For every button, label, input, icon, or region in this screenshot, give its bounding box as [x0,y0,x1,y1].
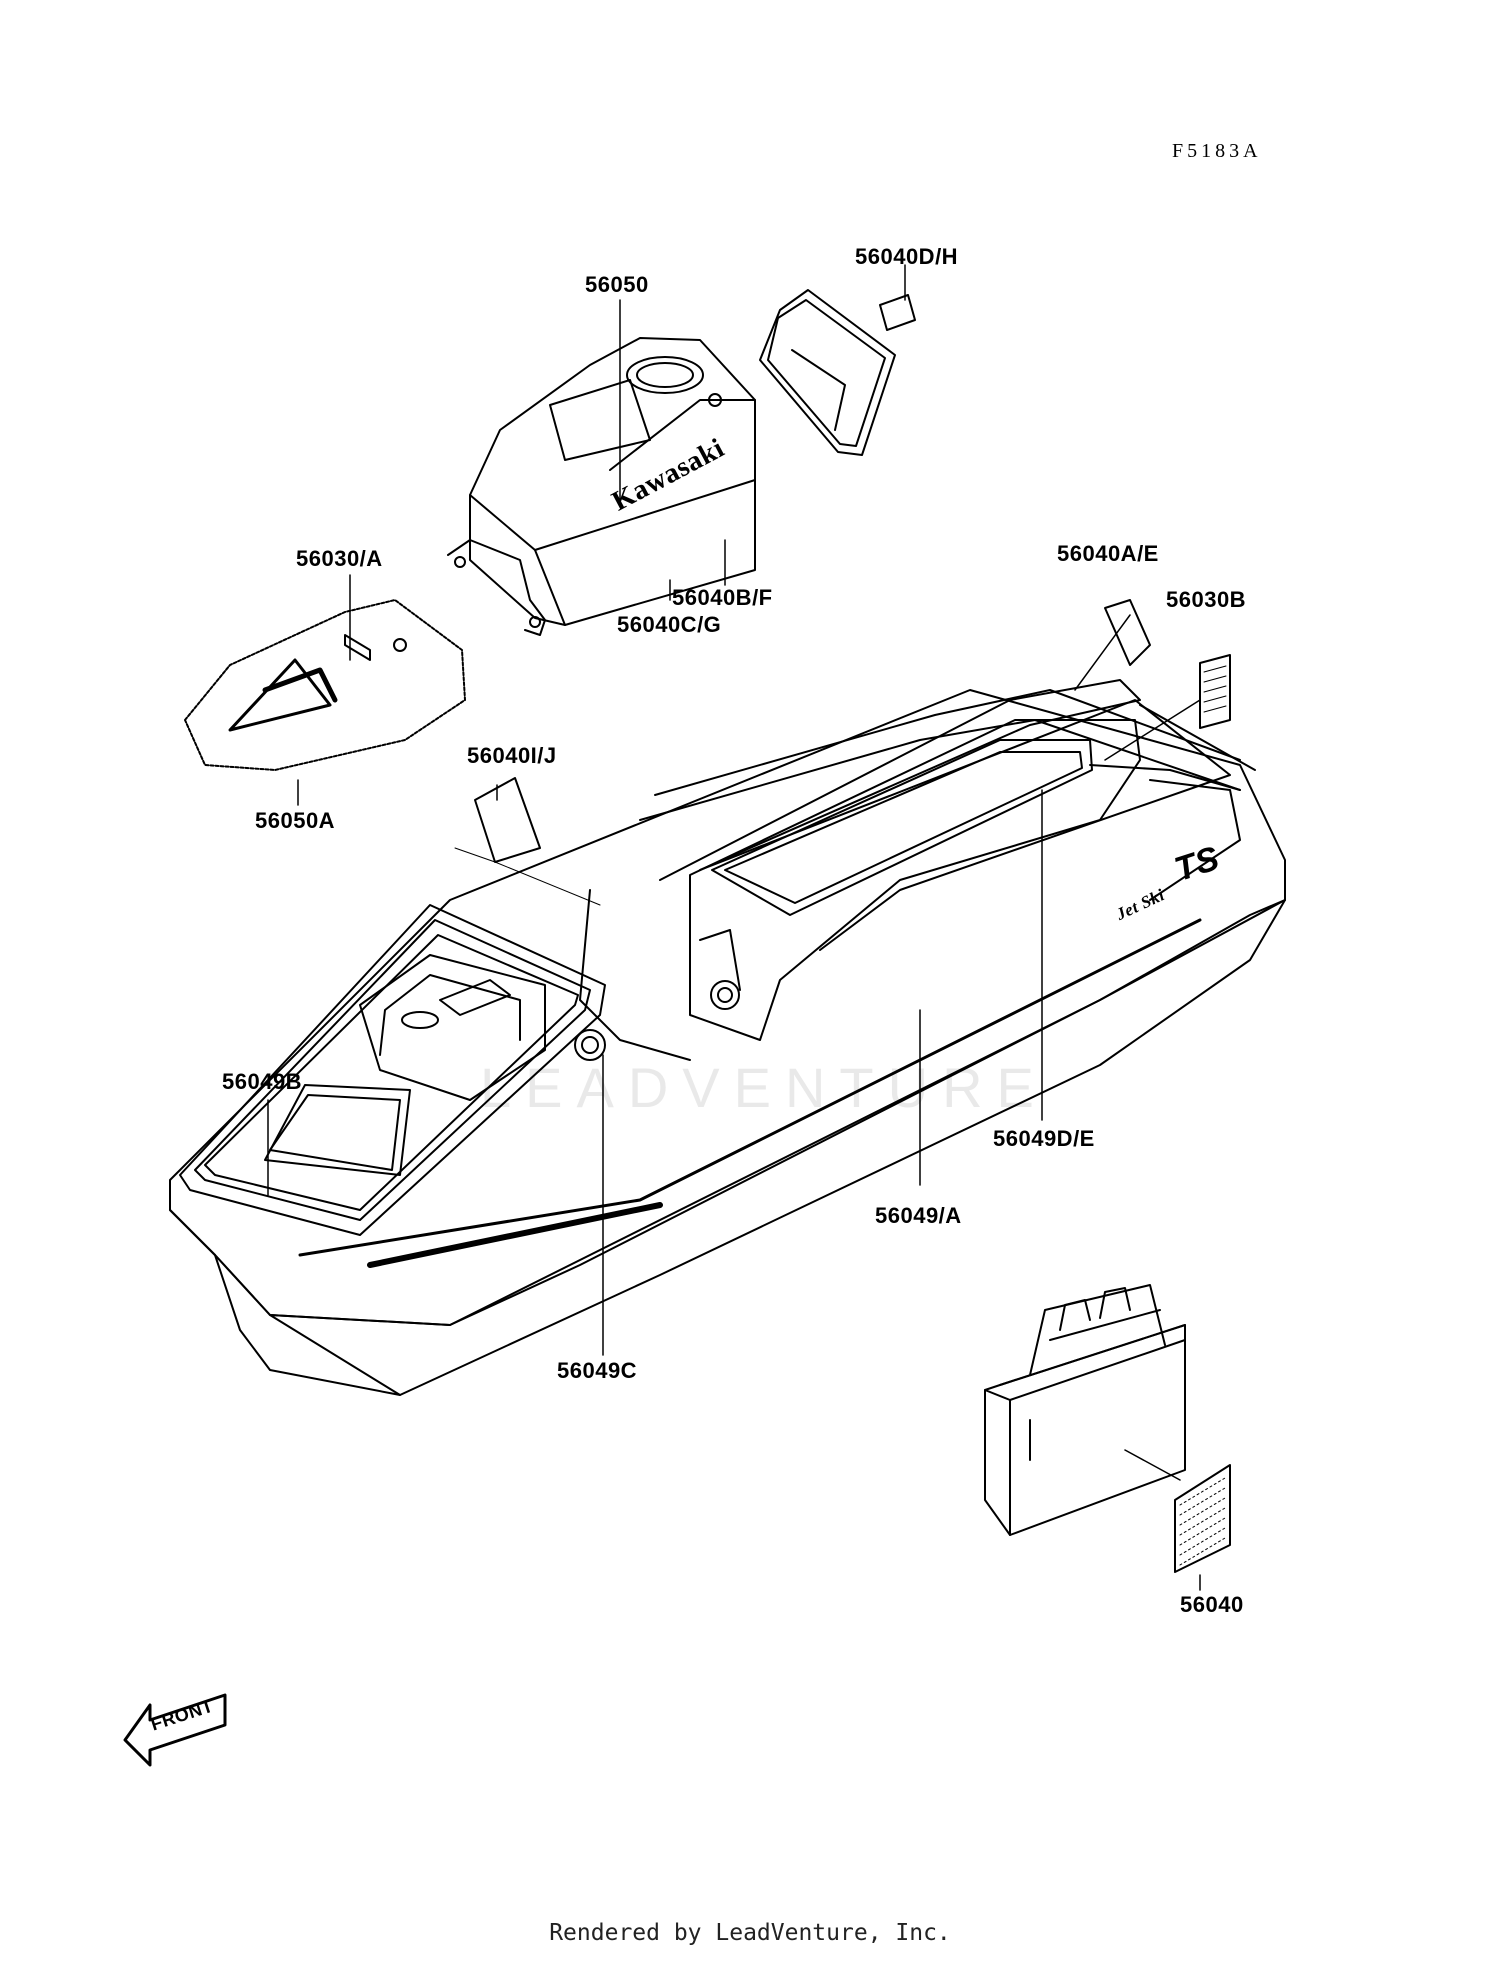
front-arrow-icon [123,1693,227,1767]
bow-mat-area [179,904,606,1236]
label-56050: 56050 [585,272,649,297]
label-56050a: 56050A [255,808,336,833]
rear-deck [1089,764,1241,901]
label-56030a: 56030/A [296,546,383,571]
label-56040cg: 56040C/G [617,612,722,637]
label-56040bf: 56040B/F [672,585,773,610]
front-deck-pad [184,599,466,771]
decal-56040dh [879,294,916,331]
battery-label [1174,1464,1231,1573]
watermark: LEADVENTURE [480,1056,1048,1119]
deck [579,679,1256,1061]
label-56030b: 56030B [1166,587,1247,612]
decal-56040ae [1104,599,1151,666]
seat [689,719,1141,1041]
decal-56040ij [454,777,601,906]
label-56040dh: 56040D/H [855,244,959,269]
engine-cover [447,337,756,636]
label-56040ij: 56040I/J [467,743,557,768]
footer-credit: Rendered by LeadVenture, Inc. [549,1920,951,1946]
leader-lines [267,264,1201,1591]
diagram-code: F5183A [1172,140,1262,162]
label-56049de: 56049D/E [993,1126,1095,1151]
label-56049a: 56049/A [875,1203,962,1228]
hull [169,689,1286,1396]
decal-56030b [1199,654,1231,729]
battery [984,1284,1186,1536]
label-56040: 56040 [1180,1592,1244,1617]
label-56040ae: 56040A/E [1057,541,1159,566]
label-56049b: 56049B [222,1069,303,1094]
label-56049c: 56049C [557,1358,638,1383]
hatch-lid [759,289,896,456]
